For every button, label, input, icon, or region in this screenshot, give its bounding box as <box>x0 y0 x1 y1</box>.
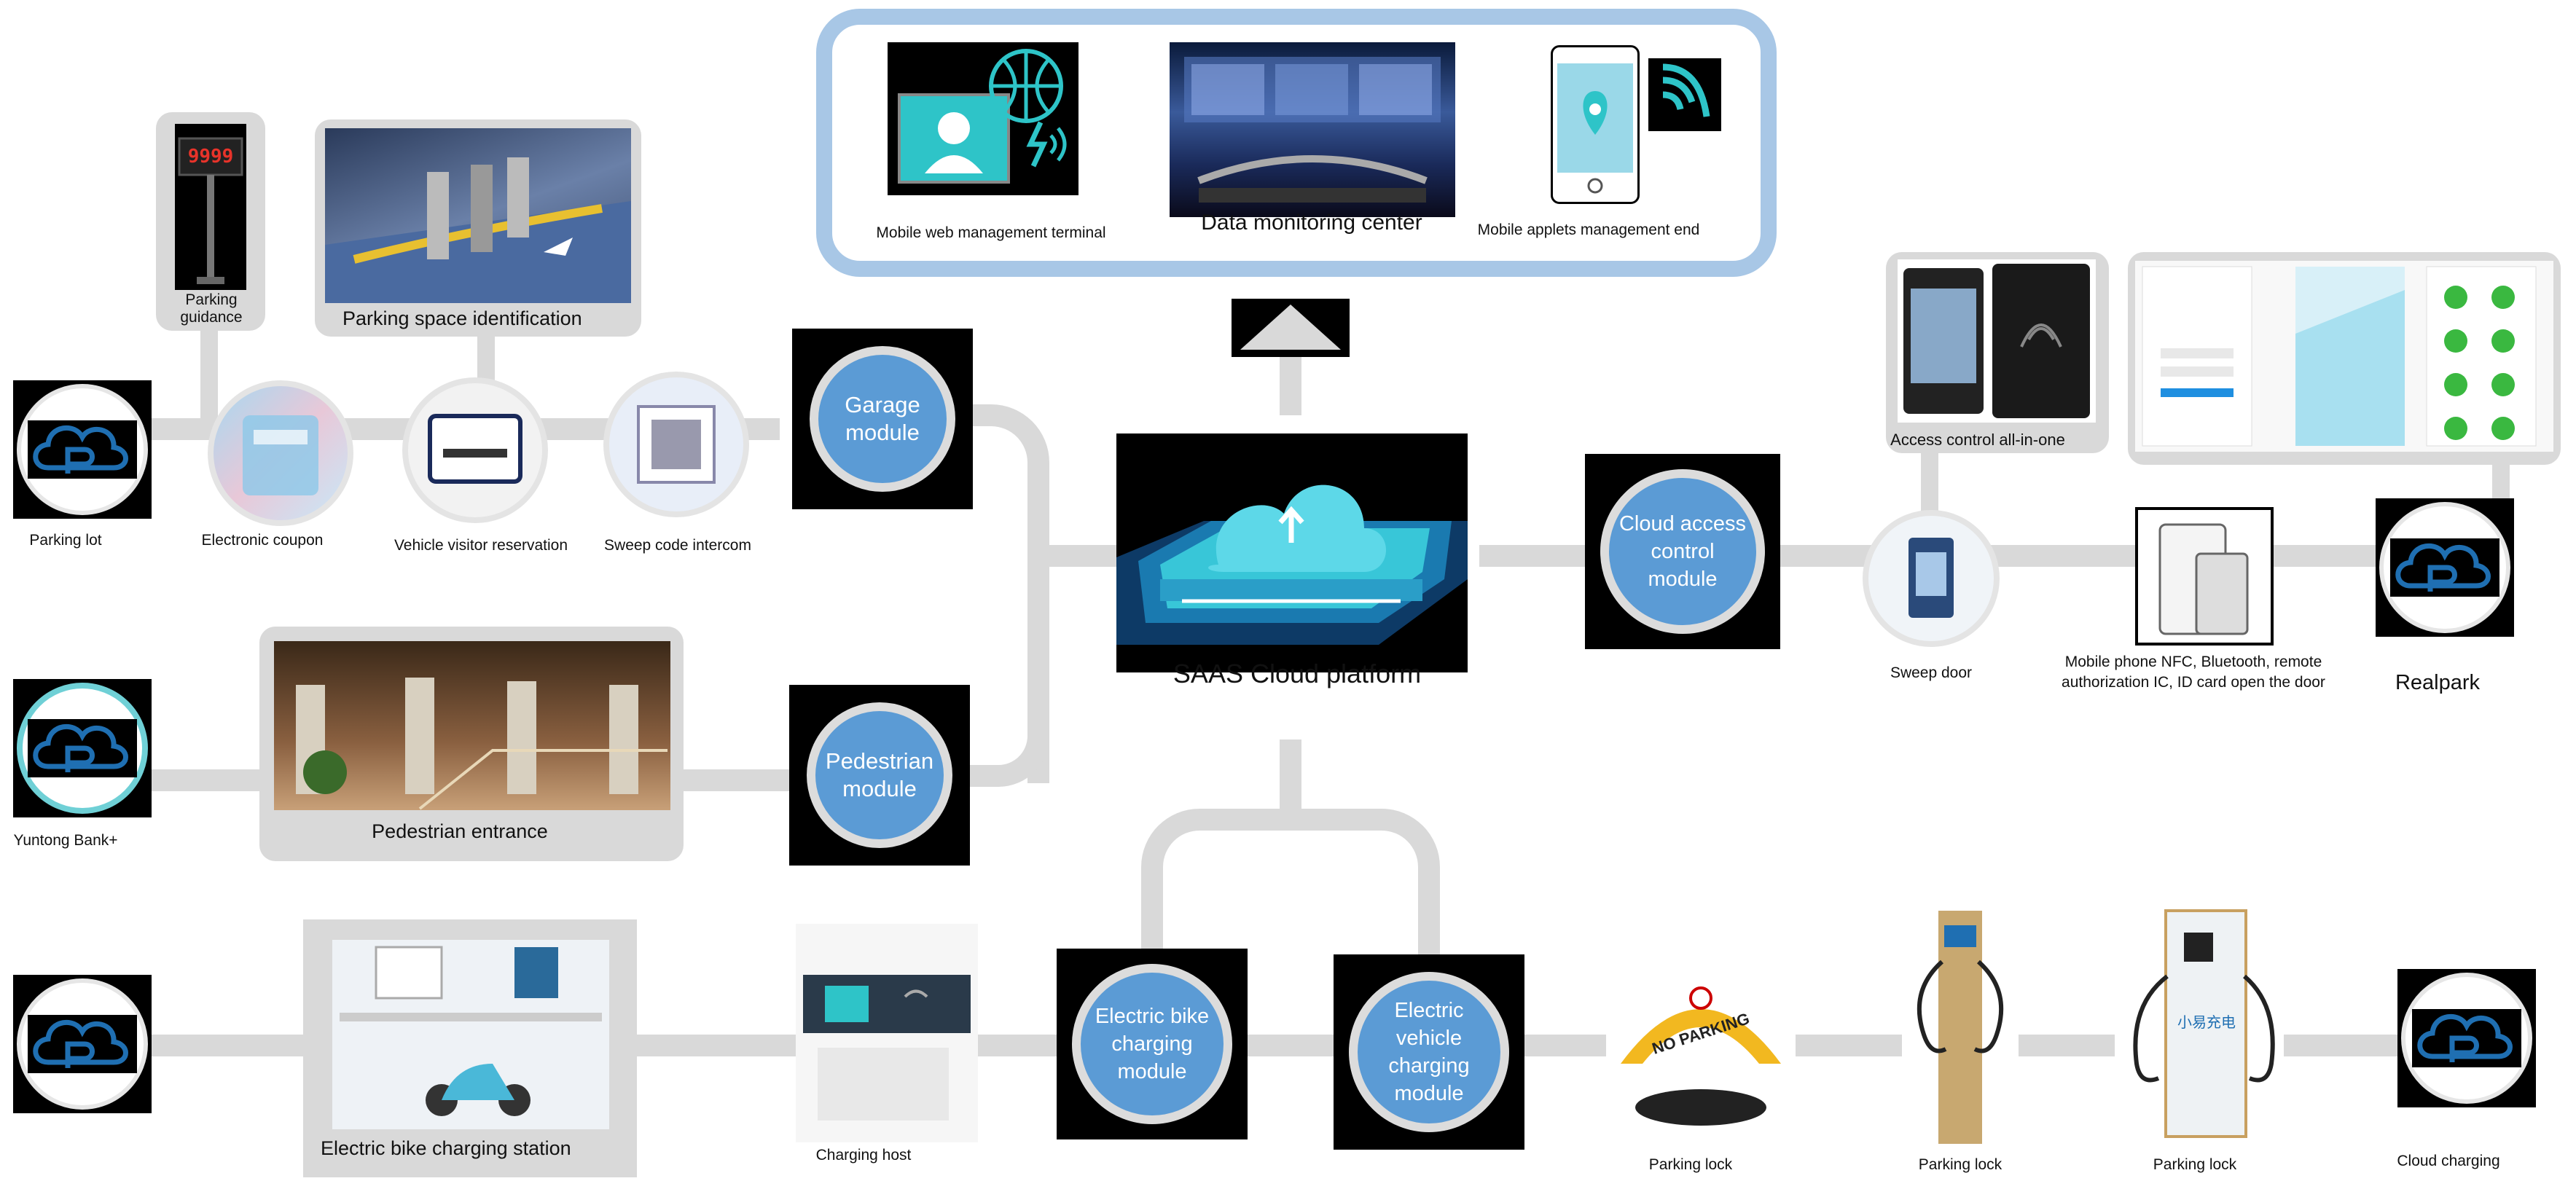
up-arrow-icon <box>1232 299 1350 357</box>
ebike-module[interactable]: Electric bike charging module <box>1057 949 1248 1139</box>
applets-label: Mobile applets management end <box>1477 221 1700 238</box>
open-door-image <box>2135 507 2274 646</box>
open-door-label: Mobile phone NFC, Bluetooth, remote auth… <box>2062 654 2325 691</box>
visitor-reservation-image <box>402 377 548 523</box>
parking-lock-3-image: 小易充电 <box>2115 903 2284 1151</box>
cloud-charging-label: Cloud charging <box>2397 1153 2500 1169</box>
cloud-p-icon <box>2390 538 2499 597</box>
ebike-module-label: Electric bike charging module <box>1072 964 1232 1124</box>
pedestrian-module-label: Pedestrian module <box>807 702 952 848</box>
pedestrian-module[interactable]: Pedestrian module <box>789 685 970 866</box>
space-id-image <box>325 128 631 303</box>
guidance-display-digits: 9999 <box>187 146 234 168</box>
saas-platform-label: SAAS Cloud platform <box>1172 659 1422 688</box>
sweep-door-label: Sweep door <box>1890 664 1973 681</box>
visitor-reservation-label: Vehicle visitor reservation <box>394 537 568 554</box>
signal-icon <box>1648 58 1721 131</box>
saas-platform-image <box>1116 433 1468 672</box>
parking-lot-label: Parking lot <box>29 532 102 549</box>
cloud-charging-logo <box>2397 969 2536 1107</box>
realpark-label: Realpark <box>2395 671 2481 694</box>
charging-host-image <box>796 924 978 1142</box>
cloud-p-icon <box>28 1015 137 1073</box>
access-all-in-one-image <box>1898 259 2096 423</box>
pedestrian-entrance-label: Pedestrian entrance <box>372 820 548 842</box>
monitoring-center-label: Data monitoring center <box>1201 211 1422 235</box>
connector-to-platform <box>1042 545 1122 567</box>
cloud-p-icon <box>28 719 137 777</box>
connector-up <box>1280 350 1301 415</box>
app-screens-image <box>2135 261 2553 452</box>
applets-phone-image <box>1551 45 1640 204</box>
parking-lock-1-label: Parking lock <box>1648 1156 1733 1173</box>
cloud-access-module-label: Cloud access control module <box>1600 469 1765 634</box>
bottom-left-logo <box>13 975 152 1113</box>
connector-guidance <box>200 321 218 430</box>
parking-lock-2-label: Parking lock <box>1918 1156 2003 1173</box>
monitoring-center-image <box>1170 42 1455 217</box>
pedestrian-entrance-image <box>274 641 670 810</box>
garage-module[interactable]: Garage module <box>792 329 973 509</box>
electronic-coupon-image <box>208 380 353 526</box>
connector-bottom-branch <box>1141 809 1440 954</box>
garage-module-label: Garage module <box>810 346 955 492</box>
sweep-intercom-image <box>603 372 749 517</box>
web-terminal-label: Mobile web management terminal <box>876 224 1106 241</box>
web-terminal-image <box>888 42 1078 195</box>
svg-text:小易充电: 小易充电 <box>2177 1014 2236 1031</box>
space-id-label: Parking space identification <box>342 307 582 329</box>
parking-guidance-label: Parking guidance <box>180 291 243 326</box>
ebike-station-label: Electric bike charging station <box>321 1137 571 1159</box>
ev-module-label: Electric vehicle charging module <box>1349 972 1509 1132</box>
parking-lock-1-image: NO PARKING <box>1606 954 1796 1151</box>
parking-lot-logo <box>13 380 152 519</box>
cloud-access-module[interactable]: Cloud access control module <box>1585 454 1780 649</box>
parking-lock-3-label: Parking lock <box>2153 1156 2237 1173</box>
parking-lock-2-image <box>1902 903 2019 1151</box>
electronic-coupon-label: Electronic coupon <box>201 532 324 549</box>
realpark-logo <box>2376 498 2514 637</box>
connector-down <box>1280 739 1301 820</box>
parking-guidance-sign: 9999 <box>175 124 246 290</box>
ev-module[interactable]: Electric vehicle charging module <box>1334 954 1524 1150</box>
sweep-intercom-label: Sweep code intercom <box>604 537 751 554</box>
cloud-p-icon <box>28 420 137 479</box>
ebike-station-image <box>332 940 609 1129</box>
yuntong-label: Yuntong Bank+ <box>13 832 118 849</box>
yuntong-logo <box>13 679 152 817</box>
sweep-door-image <box>1863 510 2000 647</box>
charging-host-label: Charging host <box>815 1147 912 1164</box>
access-all-in-one-label: Access control all-in-one <box>1890 431 2065 449</box>
cloud-p-icon <box>2412 1009 2521 1067</box>
